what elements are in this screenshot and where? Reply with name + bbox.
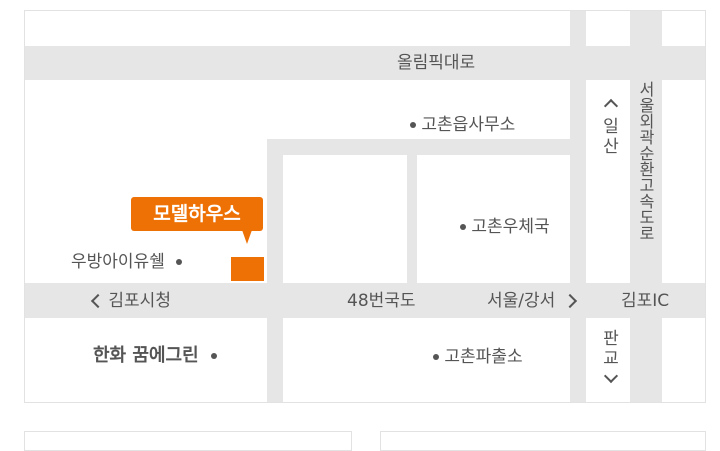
location-map[interactable]: 올림픽대로 고촌읍사무소 고촌우체국 우방아이유쉘 김포시청 48번국도 서울/… [24,10,706,403]
model-house-marker[interactable] [231,257,264,281]
road-label-48: 48번국도 [347,291,416,311]
landmark-dot [433,354,439,360]
landmark-dot [410,122,416,128]
chevron-left-icon [90,293,106,309]
road-branch-vertical-middle [407,151,417,286]
bottom-panel-left [24,431,352,451]
road-label-gimpo-city-hall: 김포시청 [90,291,171,311]
chevron-up-icon [603,98,619,114]
road-label-ilsan: 일 산 [600,97,622,157]
road-48-national [25,283,705,318]
chevron-right-icon [562,293,577,309]
road-branch-vertical-left [267,139,283,402]
road-olympic-daero [25,46,705,80]
landmark-dot [176,259,183,265]
road-ilsan-pangyo [570,11,586,402]
chevron-down-icon [603,368,619,384]
landmark-woobang: 우방아이유쉘 [71,252,183,272]
model-house-callout[interactable]: 모델하우스 [131,197,263,231]
landmark-hanwha: 한화 꿈에그린 [93,346,217,366]
road-outer-ring-expressway [630,11,662,402]
landmark-gochon-office: 고촌읍사무소 [410,115,515,135]
road-label-pangyo: 판 교 [600,329,622,384]
landmark-gochon-post: 고촌우체국 [460,217,550,237]
road-label-seoul-gangseo: 서울/강서 [487,291,577,311]
callout-pointer [242,230,252,244]
road-label-gimpo-ic: 김포IC [621,291,670,311]
road-label-outer-ring: 서울외곽순환고속도로 [636,81,655,241]
landmark-dot [460,224,466,230]
landmark-dot [210,353,217,359]
landmark-gochon-police: 고촌파출소 [433,347,523,367]
bottom-panel-right [380,431,706,451]
label-olympic-daero: 올림픽대로 [397,53,476,73]
road-branch-horizontal [267,139,585,155]
